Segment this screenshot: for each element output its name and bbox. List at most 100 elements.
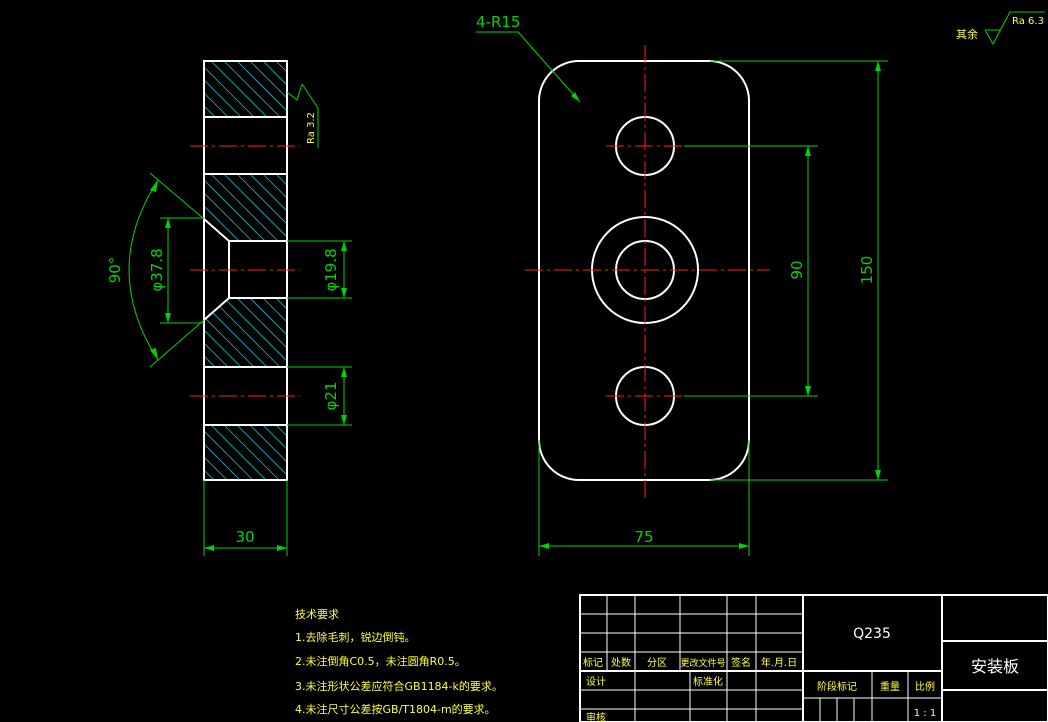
hatch-line xyxy=(370,415,445,490)
hatch-line xyxy=(97,415,172,490)
title-block: 标记 处数 分区 更改文件号 签名 年.月.日 设计 标准化 审核 Q235 阶… xyxy=(579,594,1048,722)
hatch-line xyxy=(97,164,184,251)
arrow-head xyxy=(150,348,158,360)
hatch-line xyxy=(262,61,287,86)
angle-arc xyxy=(128,179,159,361)
hatch-line xyxy=(279,415,354,490)
hatch-line xyxy=(204,174,211,241)
row-review: 审核 xyxy=(586,711,606,722)
header-signature: 签名 xyxy=(731,656,751,669)
hatch-line xyxy=(204,174,250,241)
hatch-line xyxy=(84,51,160,127)
tech-item: 4.未注尺寸公差按GB/T1804-m的要求。 xyxy=(295,702,496,716)
hatch-line xyxy=(265,174,287,241)
hatch-line xyxy=(84,415,159,490)
scale-label: 比例 xyxy=(915,680,935,693)
header-change-doc: 更改文件号 xyxy=(680,657,725,669)
leader-line xyxy=(517,31,581,103)
hatch-line xyxy=(204,105,216,117)
hatch-line xyxy=(204,298,226,367)
hatch-line xyxy=(318,415,393,490)
hatch-line xyxy=(396,415,471,490)
part-name: 安装板 xyxy=(971,657,1019,676)
hatch-line xyxy=(204,443,241,480)
hatch-line xyxy=(123,51,199,127)
title-block-border xyxy=(579,594,1048,722)
hatch-line xyxy=(292,164,379,251)
hatch-line xyxy=(278,298,287,367)
hatch-line xyxy=(344,164,431,251)
tech-requirements: 技术要求 1.去除毛刺，锐边倒钝。 2.未注倒角C0.5，未注圆角R0.5。 3… xyxy=(295,608,503,716)
hatch-line xyxy=(249,425,287,463)
hatch-line xyxy=(383,51,459,127)
row-design: 设计 xyxy=(586,675,606,688)
hatch-line xyxy=(305,288,394,377)
hatch-line xyxy=(305,415,380,490)
roughness-symbol xyxy=(286,83,303,101)
row-standard: 标准化 xyxy=(693,675,723,688)
hatch-line xyxy=(318,288,407,377)
arrow-head xyxy=(150,180,158,192)
hatch-line xyxy=(292,415,367,490)
hatch-line xyxy=(204,174,237,241)
header-count: 处数 xyxy=(611,656,631,669)
hatch-line xyxy=(210,61,268,117)
tech-item: 2.未注倒角C0.5，未注圆角R0.5。 xyxy=(295,654,466,668)
hatch-line xyxy=(357,51,433,127)
roughness-face-value: Ra 3.2 xyxy=(306,112,317,144)
arrow-head xyxy=(165,313,171,323)
hatch-line xyxy=(278,174,287,241)
roughness-general-value: Ra 6.3 xyxy=(1012,16,1044,27)
hatch-line xyxy=(204,66,255,117)
hatch-line xyxy=(275,425,287,437)
hatch-line xyxy=(84,164,171,251)
dim-angle: 90° xyxy=(106,257,124,284)
arrow-head xyxy=(341,415,347,425)
dim-hole-diameter: φ21 xyxy=(322,382,340,411)
dim-thickness: 30 xyxy=(235,528,254,546)
hatch-line xyxy=(383,415,458,490)
hatch-line xyxy=(204,469,215,480)
arrow-head xyxy=(165,218,171,228)
hatch-line xyxy=(110,51,186,127)
hatch-line xyxy=(396,164,483,251)
hatch-line xyxy=(383,288,472,377)
hatch-line xyxy=(396,288,485,377)
tech-title: 技术要求 xyxy=(295,608,339,621)
arrow-head xyxy=(571,92,580,102)
hatch-line xyxy=(262,425,287,450)
hatch-upper-mid xyxy=(84,164,483,251)
hatch-line xyxy=(331,51,407,127)
hatch-line xyxy=(318,164,405,251)
hatch-line xyxy=(84,288,173,377)
hatch-top xyxy=(84,51,472,127)
hatch-line xyxy=(110,164,197,251)
dim-countersink-diameter: φ37.8 xyxy=(148,248,166,291)
hatch-line xyxy=(357,164,444,251)
hatch-line xyxy=(204,298,287,367)
arrow-head xyxy=(341,367,347,377)
hatch-line xyxy=(226,298,287,367)
hatch-line xyxy=(204,298,252,367)
hatch-line xyxy=(331,415,406,490)
section-view: 30 φ37.8 90° φ19.8 φ21 Ra 3.2 xyxy=(84,51,485,556)
hatch-line xyxy=(236,61,287,112)
hatch-line xyxy=(292,51,368,127)
arrow-head xyxy=(739,543,749,549)
hatch-bottom xyxy=(84,415,471,490)
hatch-line xyxy=(344,415,419,490)
dim-width: 75 xyxy=(634,528,653,546)
radius-note: 4-R15 xyxy=(476,13,520,31)
tech-item: 1.去除毛刺，锐边倒钝。 xyxy=(295,630,416,644)
header-zone: 分区 xyxy=(647,657,667,669)
hatch-line xyxy=(136,415,211,490)
hatch-line xyxy=(204,298,239,367)
hatch-lower-mid xyxy=(84,288,485,377)
hatch-line xyxy=(204,456,228,480)
hatch-line xyxy=(110,415,185,490)
hatch-line xyxy=(279,51,355,127)
arrow-head xyxy=(875,470,881,480)
hatch-line xyxy=(265,298,287,367)
hatch-line xyxy=(396,51,472,127)
hatch-line xyxy=(226,174,287,241)
